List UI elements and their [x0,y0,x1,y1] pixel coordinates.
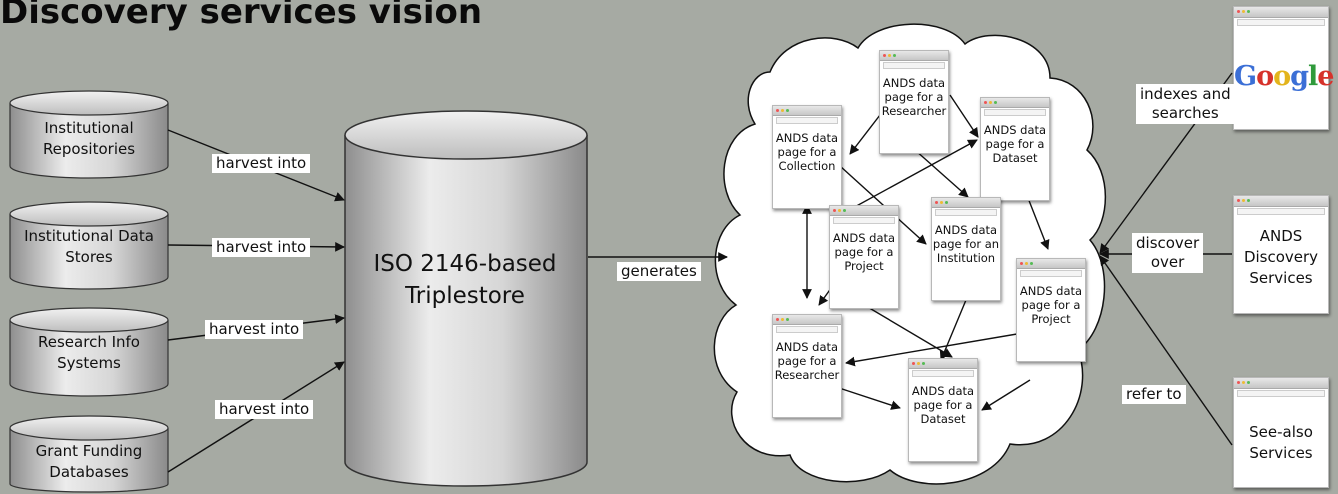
google-service[interactable]: Google [1233,6,1334,130]
page-title: Discovery services vision [0,0,483,32]
generates-label: generates [617,262,701,281]
source-db-research-info-systems [9,307,169,397]
page-link-arrow [949,94,979,138]
page-link-arrow [845,333,1018,367]
harvest-label: harvest into [215,400,314,419]
refer-label: refer to [1122,385,1186,404]
page-link-arrow [839,139,978,216]
refer-arrow [1099,255,1233,446]
harvest-label: harvest into [212,154,311,173]
page-link-arrow [981,379,1031,411]
google-logo: Google [1234,61,1334,92]
page-link-arrow [914,149,969,198]
page-link-arrow [865,305,953,358]
harvest-label: harvest into [205,320,304,339]
source-db-grant-funding-databases [9,415,169,493]
source-db-institutional-repositories [9,90,169,179]
page-link-arrow [939,299,967,361]
triplestore-cylinder [344,110,588,487]
harvest-label: harvest into [212,238,311,257]
source-db-institutional-data-stores [9,201,169,290]
page-link-arrow [849,114,881,155]
